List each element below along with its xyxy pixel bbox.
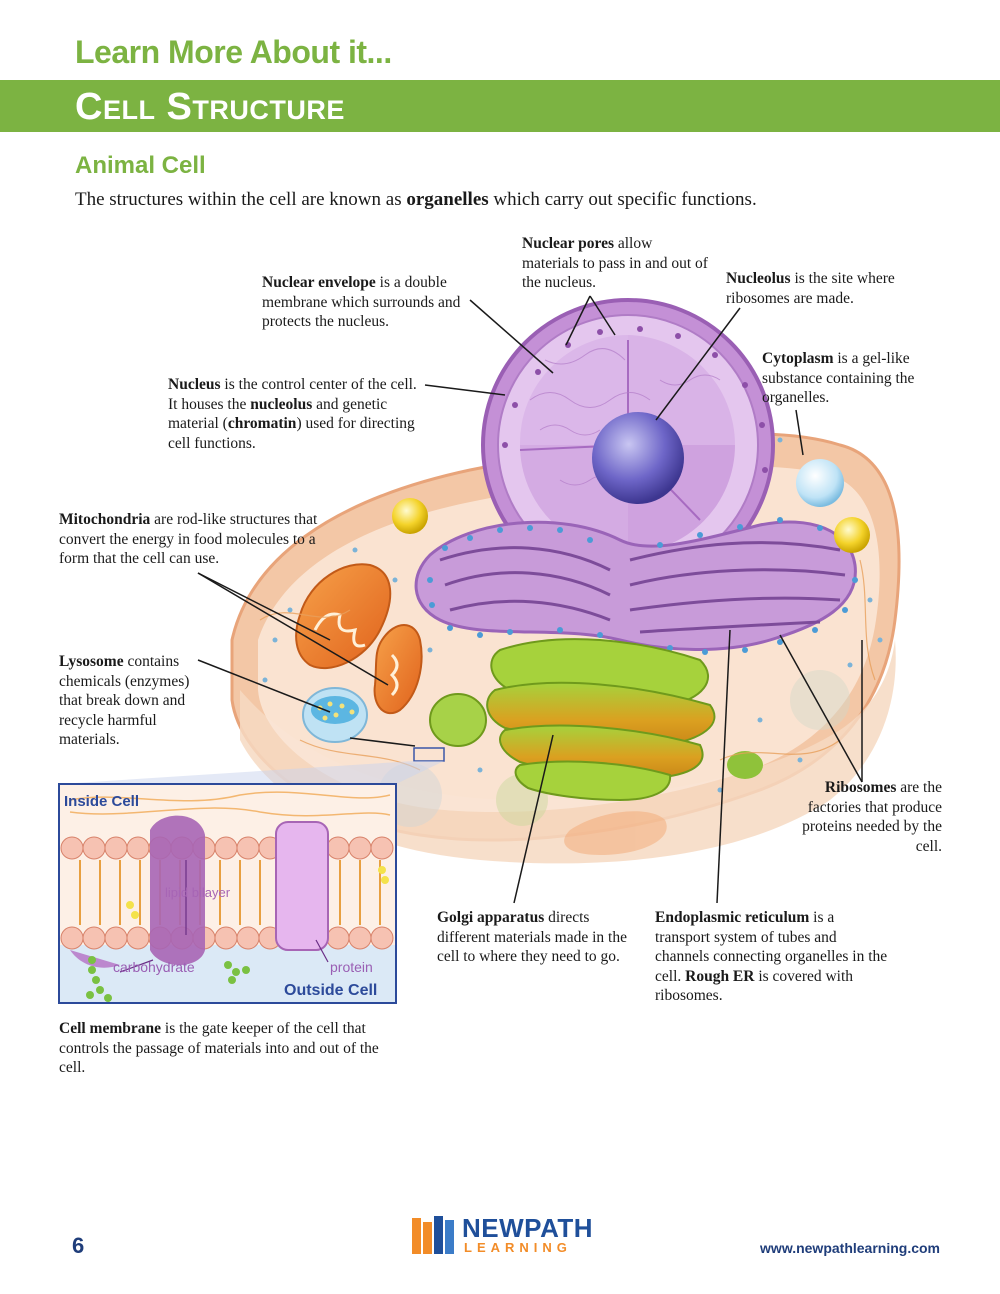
label-ribosomes: Ribosomes are the factories that produce… bbox=[802, 779, 942, 855]
nucleolus bbox=[592, 412, 684, 504]
kicker-heading: Learn More About it... bbox=[75, 34, 392, 70]
label-mitochondria: Mitochondria are rod-like structures tha… bbox=[59, 511, 318, 567]
inset-outside-label: Outside Cell bbox=[284, 982, 377, 999]
inset-carb-label: carbohydrate bbox=[113, 959, 195, 975]
newpath-logo-icon bbox=[412, 1216, 454, 1254]
membrane-protein bbox=[275, 821, 329, 951]
zoom-projection bbox=[60, 761, 444, 784]
rough-er bbox=[414, 517, 858, 655]
footer-url[interactable]: www.newpathlearning.com bbox=[760, 1240, 940, 1256]
label-nucleus: Nucleus is the control center of the cel… bbox=[168, 376, 417, 452]
label-endoplasmic-reticulum: Endoplasmic reticulum is a transport sys… bbox=[655, 909, 888, 1004]
membrane-inset: Inside Cell lipid bilayer carbohydrate p… bbox=[58, 783, 397, 1004]
label-cytoplasm: Cytoplasm is a gel-like substance contai… bbox=[762, 350, 915, 406]
golgi-apparatus bbox=[486, 638, 716, 802]
lysosome bbox=[302, 687, 368, 743]
label-golgi: Golgi apparatus directs different materi… bbox=[437, 909, 627, 965]
vesicle-blue bbox=[796, 459, 844, 507]
page-title: Cell Structure bbox=[75, 86, 345, 128]
leader-lines bbox=[197, 295, 863, 904]
vesicle-small-green bbox=[727, 751, 763, 779]
section-title: Animal Cell bbox=[75, 152, 206, 179]
label-nucleolus: Nucleolus is the site where ribosomes ar… bbox=[726, 270, 895, 307]
inset-inside-label: Inside Cell bbox=[64, 793, 139, 810]
label-cell-membrane: Cell membrane is the gate keeper of the … bbox=[59, 1020, 379, 1076]
nucleus bbox=[481, 298, 775, 592]
page-number: 6 bbox=[72, 1233, 85, 1258]
mitochondria bbox=[295, 563, 423, 715]
label-lysosome: Lysosome contains chemicals (enzymes) th… bbox=[59, 653, 190, 748]
vesicle-green bbox=[429, 693, 487, 747]
inset-protein-label: protein bbox=[330, 959, 373, 975]
inset-lipid-label: lipid bilayer bbox=[165, 885, 231, 900]
label-nuclear-pores: Nuclear pores allow materials to pass in… bbox=[522, 235, 708, 291]
nuclear-pores bbox=[502, 326, 768, 473]
er-ribosomes bbox=[427, 517, 858, 655]
intro-text: The structures within the cell are known… bbox=[75, 189, 757, 210]
vesicle-yellow bbox=[392, 498, 428, 534]
free-ribosomes bbox=[262, 437, 883, 793]
label-nuclear-envelope: Nuclear envelope is a double membrane wh… bbox=[262, 274, 461, 330]
logo-subtext: LEARNING bbox=[464, 1240, 572, 1255]
vesicle-yellow bbox=[834, 517, 870, 553]
title-banner bbox=[0, 80, 1000, 132]
logo-wordmark: NEWPATH bbox=[462, 1213, 594, 1243]
